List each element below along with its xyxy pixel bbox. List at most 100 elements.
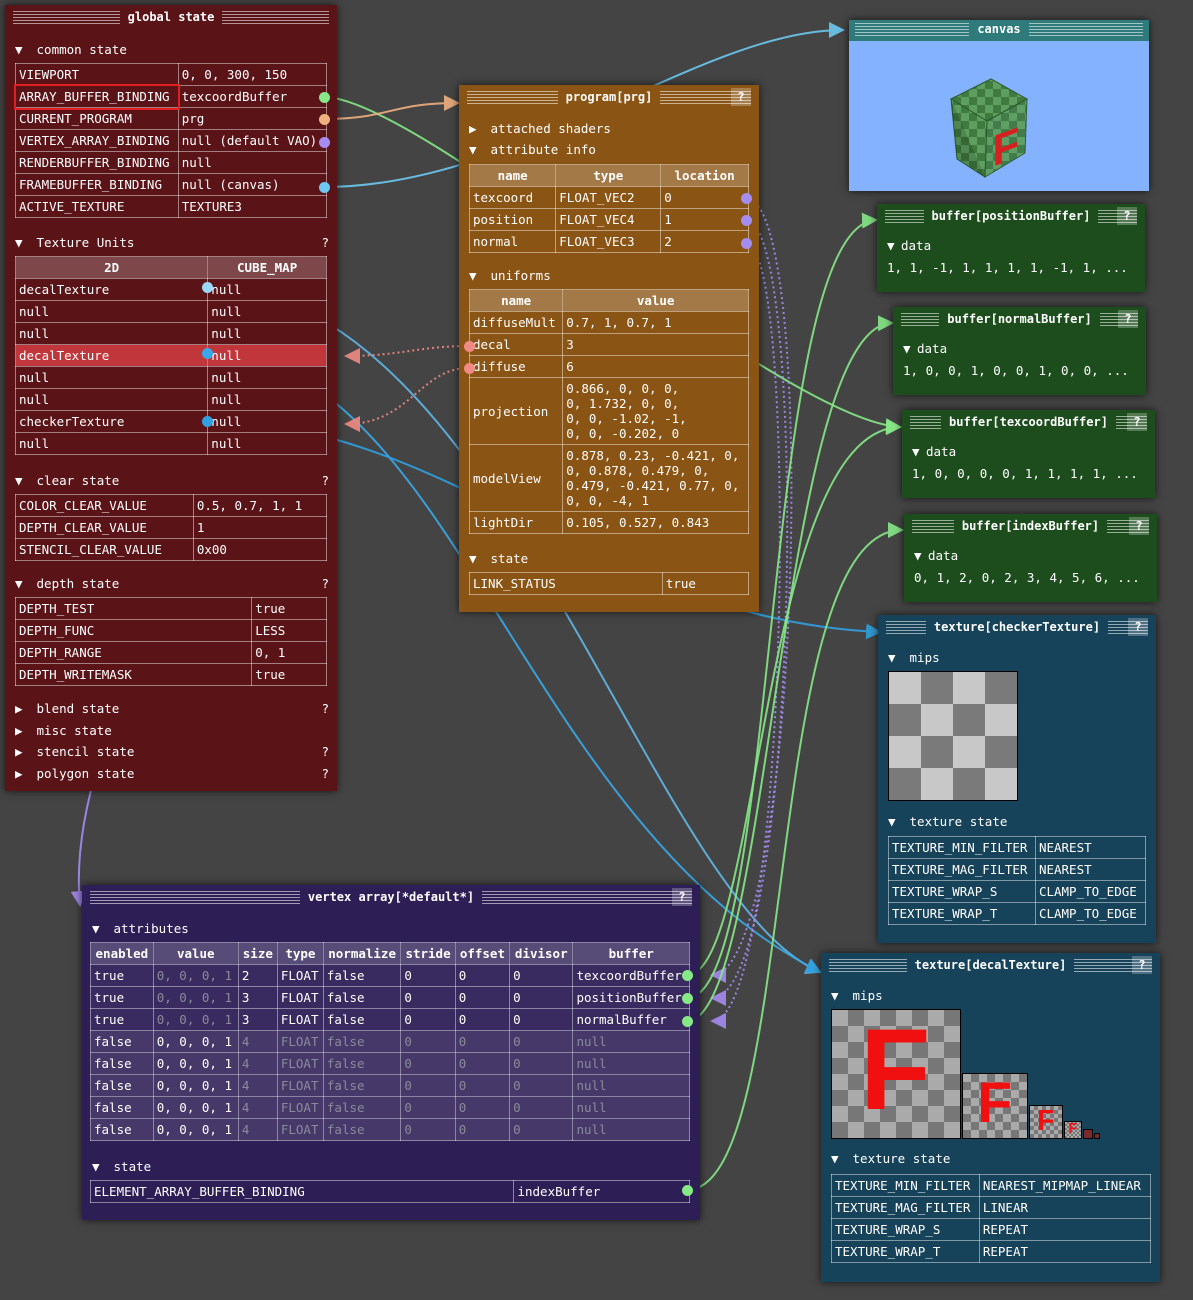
section-attribute-info[interactable]: ▼ attribute info <box>469 141 749 159</box>
connection-port-icon[interactable] <box>464 341 475 352</box>
checker-texture-titlebar[interactable]: texture[checkerTexture] ? <box>886 618 1148 636</box>
section-data[interactable]: ▼data <box>887 237 1117 255</box>
canvas-window[interactable]: canvas F <box>849 20 1149 191</box>
section-attributes[interactable]: ▼ attributes <box>92 920 690 938</box>
buffer-titlebar[interactable]: buffer[positionBuffer]? <box>885 207 1137 225</box>
section-depth-state[interactable]: ▼ depth state ? <box>15 575 329 593</box>
connection-port-icon[interactable] <box>682 1185 693 1196</box>
connection-port-icon[interactable] <box>741 215 752 226</box>
checker-texture-window[interactable]: texture[checkerTexture] ? ▼ mips ▼ textu… <box>878 615 1156 943</box>
help-icon[interactable]: ? <box>321 576 329 591</box>
help-button[interactable]: ? <box>1117 207 1137 225</box>
connection-port-icon[interactable] <box>319 114 330 125</box>
buffer-titlebar[interactable]: buffer[texcoordBuffer]? <box>910 413 1147 431</box>
help-icon[interactable]: ? <box>321 766 329 781</box>
vertex-array-titlebar[interactable]: vertex array[*default*] ? <box>90 888 692 906</box>
section-common-state[interactable]: ▼ common state <box>15 41 329 59</box>
section-data[interactable]: ▼data <box>914 547 1144 565</box>
help-icon[interactable]: ? <box>321 473 329 488</box>
section-data[interactable]: ▼data <box>903 340 1133 358</box>
section-stencil-state[interactable]: ▶ stencil state ? <box>15 743 329 761</box>
connection-port-icon[interactable] <box>319 137 330 148</box>
section-program-state[interactable]: ▼ state <box>469 550 749 568</box>
connection-port-icon[interactable] <box>202 348 213 359</box>
section-uniforms[interactable]: ▼ uniforms <box>469 267 749 285</box>
help-icon[interactable]: ? <box>321 701 329 716</box>
connection-port-icon[interactable] <box>741 193 752 204</box>
section-texture-state[interactable]: ▼ texture state <box>831 1150 1131 1168</box>
canvas-titlebar[interactable]: canvas <box>855 22 1143 37</box>
connection-port-icon[interactable] <box>202 282 213 293</box>
help-button[interactable]: ? <box>1118 310 1138 328</box>
help-button[interactable]: ? <box>1128 618 1148 636</box>
connection-port-icon[interactable] <box>464 363 475 374</box>
help-button[interactable]: ? <box>672 888 692 906</box>
section-texture-state[interactable]: ▼ texture state <box>888 813 1138 831</box>
help-icon[interactable]: ? <box>321 235 329 250</box>
vertex-array-window[interactable]: vertex array[*default*] ? ▼ attributes e… <box>82 885 700 1220</box>
section-attached-shaders[interactable]: ▶ attached shaders <box>469 120 749 138</box>
section-blend-state[interactable]: ▶ blend state ? <box>15 700 329 718</box>
help-button[interactable]: ? <box>1127 413 1147 431</box>
connection-port-icon[interactable] <box>202 416 213 427</box>
buffer-titlebar[interactable]: buffer[normalBuffer]? <box>901 310 1138 328</box>
section-mips[interactable]: ▼ mips <box>831 987 1131 1005</box>
connection-port-icon[interactable] <box>682 993 693 1004</box>
help-button[interactable]: ? <box>731 88 751 106</box>
section-texture-units[interactable]: ▼ Texture Units ? <box>15 234 329 252</box>
section-mips[interactable]: ▼ mips <box>888 649 1138 667</box>
connection-port-icon[interactable] <box>319 182 330 193</box>
buffer-titlebar[interactable]: buffer[indexBuffer]? <box>912 517 1149 535</box>
connection-port-icon[interactable] <box>682 1016 693 1027</box>
help-button[interactable]: ? <box>1129 517 1149 535</box>
program-titlebar[interactable]: program[prg] ? <box>467 88 751 106</box>
